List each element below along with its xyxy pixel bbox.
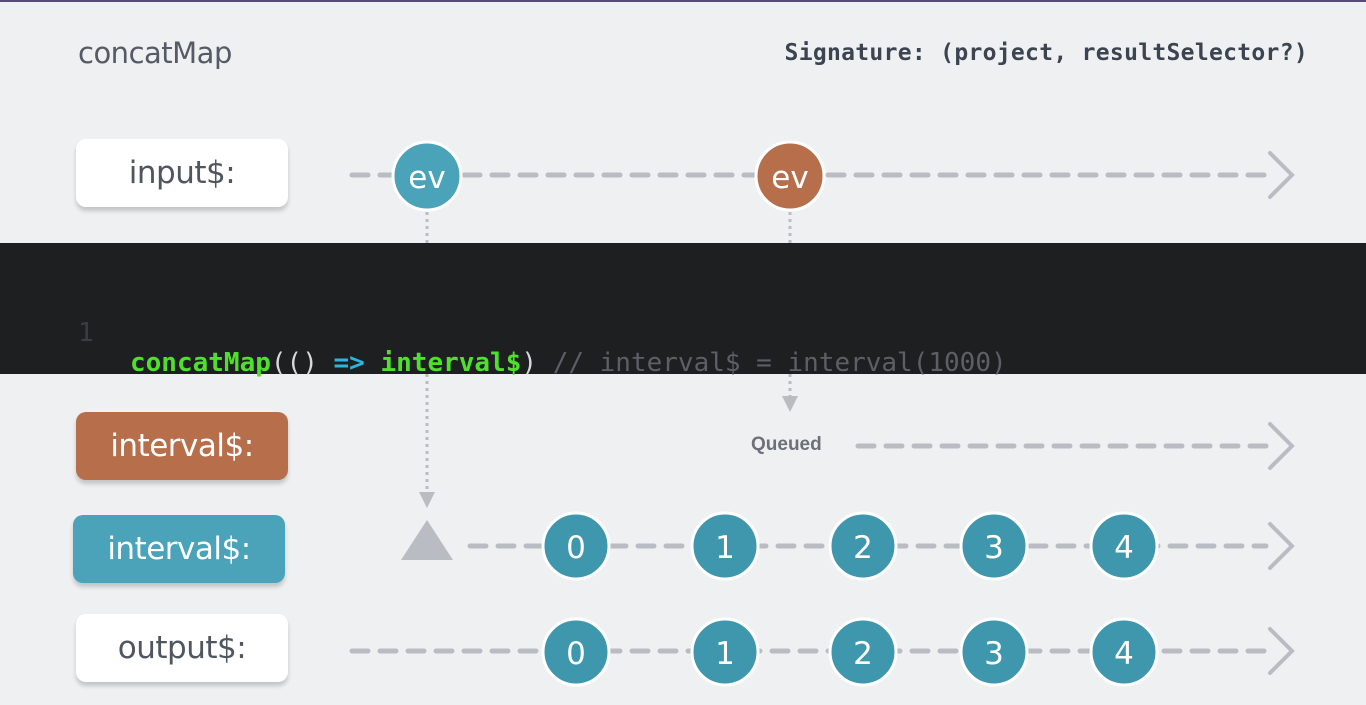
output-marble-4-label: 4 (1114, 636, 1134, 672)
output-marble-0-label: 0 (566, 636, 586, 672)
input-event-1-label: ev (408, 160, 445, 196)
queued-timeline-arrowhead (1268, 422, 1295, 470)
interval-marble-4: 4 (1089, 511, 1159, 581)
interval-timeline-arrowhead (1268, 522, 1295, 570)
interval-marble-3-label: 3 (984, 530, 1004, 566)
operator-signature: Signature: (project, resultSelector?) (784, 40, 1308, 66)
output-marble-0: 0 (541, 617, 611, 687)
code-argument: interval$ (380, 348, 522, 378)
interval-marble-2-label: 2 (853, 530, 873, 566)
code-statement: concatMap(() => interval$) // interval$ … (130, 348, 1007, 378)
window-top-border (0, 0, 1366, 2)
subscription-start-triangle (401, 520, 453, 560)
interval-marble-0-label: 0 (566, 530, 586, 566)
code-open-paren: (() (270, 348, 318, 378)
code-arrow: => (333, 348, 365, 378)
queued-label: Queued (751, 434, 822, 455)
interval-marble-0: 0 (541, 511, 611, 581)
connector-ev1-arrowhead (419, 492, 435, 508)
interval-marble-3: 3 (959, 511, 1029, 581)
output-marble-1: 1 (690, 617, 760, 687)
code-line: 1 concatMap(() => interval$) // interval… (0, 288, 1007, 378)
input-event-2: ev (754, 140, 826, 212)
diagram-title: concatMap (78, 36, 232, 70)
code-close-paren: ) (521, 348, 538, 378)
output-stream-label: output$: (76, 614, 288, 682)
queued-interval-stream-label: interval$: (76, 412, 288, 480)
output-marble-3: 3 (959, 617, 1029, 687)
interval-marble-4-label: 4 (1114, 530, 1134, 566)
connector-ev2-arrowhead (782, 396, 798, 412)
output-timeline-arrowhead (1268, 627, 1295, 675)
output-marble-2-label: 2 (853, 636, 873, 672)
output-marble-1-label: 1 (715, 636, 735, 672)
interval-marble-2: 2 (828, 511, 898, 581)
input-stream-label: input$: (76, 139, 288, 207)
code-comment: // interval$ = interval(1000) (552, 348, 1007, 378)
input-event-1: ev (391, 140, 463, 212)
output-marble-3-label: 3 (984, 636, 1004, 672)
interval-marble-1-label: 1 (715, 530, 735, 566)
input-timeline-arrowhead (1268, 151, 1295, 199)
code-panel (0, 243, 1366, 374)
code-function-name: concatMap (130, 348, 271, 378)
interval-marble-1: 1 (690, 511, 760, 581)
output-marble-4: 4 (1089, 617, 1159, 687)
active-interval-stream-label: interval$: (73, 515, 285, 583)
output-marble-2: 2 (828, 617, 898, 687)
input-event-2-label: ev (771, 160, 808, 196)
code-line-number: 1 (78, 318, 94, 348)
